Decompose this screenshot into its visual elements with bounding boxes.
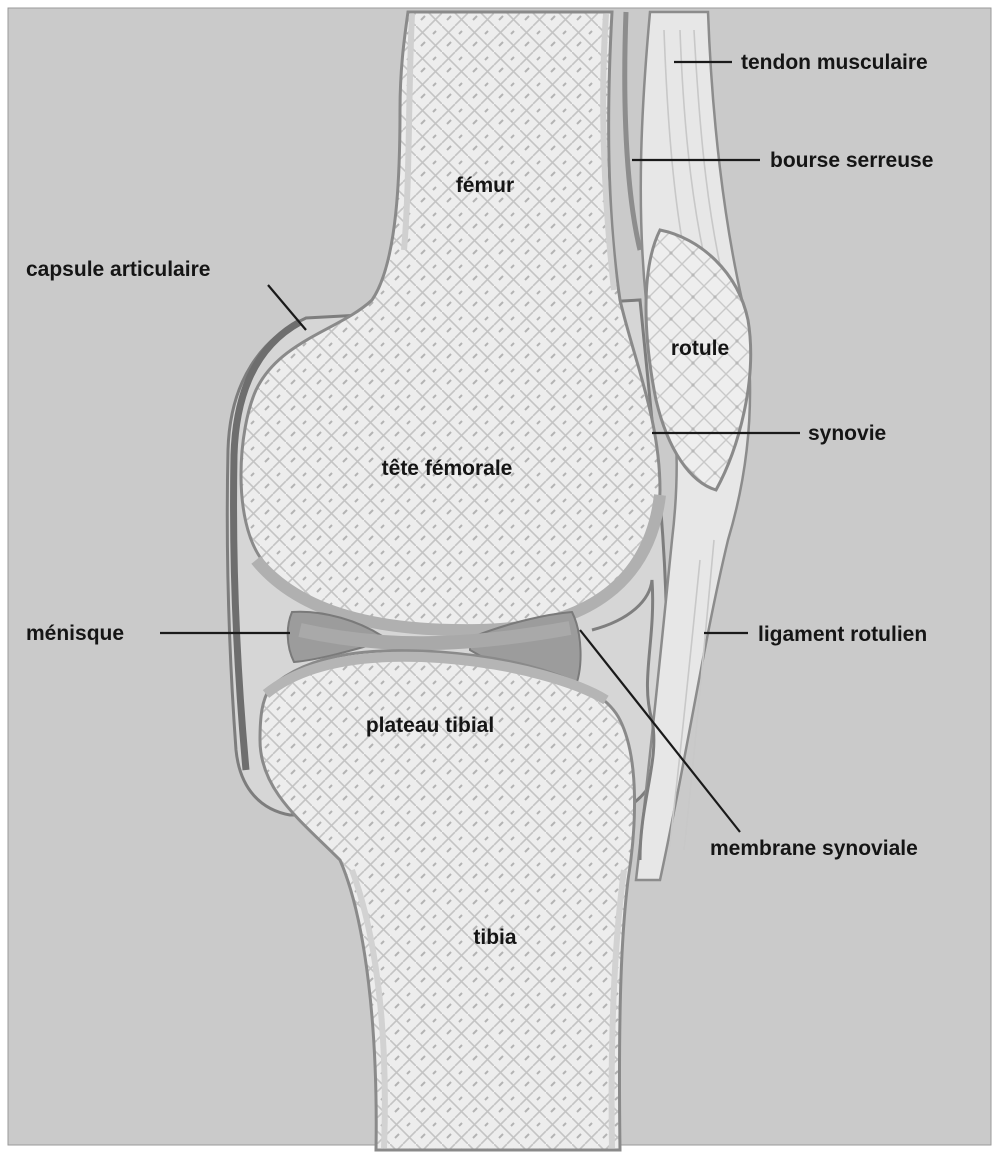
- label-tete-femorale: tête fémorale: [382, 457, 513, 480]
- label-femur: fémur: [456, 174, 514, 197]
- label-membrane-synoviale: membrane synoviale: [710, 837, 918, 860]
- label-tendon-musculaire: tendon musculaire: [741, 51, 928, 74]
- label-ligament-rotulien: ligament rotulien: [758, 623, 927, 646]
- label-synovie: synovie: [808, 422, 886, 445]
- label-tibia: tibia: [473, 926, 516, 949]
- label-menisque: ménisque: [26, 622, 124, 645]
- label-capsule-articulaire: capsule articulaire: [26, 258, 210, 281]
- label-plateau-tibial: plateau tibial: [366, 714, 494, 737]
- label-bourse-serreuse: bourse serreuse: [770, 149, 933, 172]
- label-rotule: rotule: [671, 337, 729, 360]
